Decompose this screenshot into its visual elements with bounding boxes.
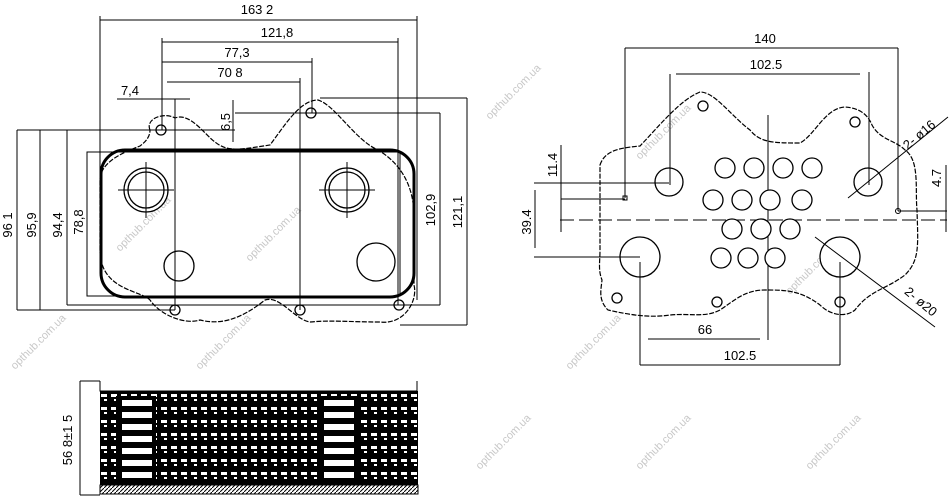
tube-stripe [324,460,354,466]
tube-stripe [122,460,152,466]
tube-stripe [122,400,152,406]
dim-width-140: 140 [754,31,776,46]
tube-stripe [122,436,152,442]
bolt-hole [711,296,723,308]
bolt-hole [849,116,861,128]
dim-span-70: 70 8 [217,65,242,80]
tube-stripe [324,472,354,478]
dim-height-121: 121,1 [450,196,465,229]
tube-stripe [122,412,152,418]
watermark: opthub.com.ua [804,412,865,473]
flow-hole [743,157,765,179]
flange-view: 140 102.5 11.4 39.4 4.7 2- ø16 2- ø20 66… [519,31,949,366]
flow-hole [710,247,732,269]
tube-stripe [324,412,354,418]
dim-top-span: 102.5 [750,57,783,72]
watermark: opthub.com.ua [244,204,305,265]
dim-height-95: 95,9 [24,212,39,237]
tube-stripe [122,448,152,454]
flow-hole [737,247,759,269]
tube-stripe [324,400,354,406]
watermark: opthub.com.ua [564,312,625,373]
watermark: opthub.com.ua [484,62,545,123]
gasket-outline [99,99,416,323]
dim-overall-width: 163 2 [241,2,274,17]
flow-hole [759,189,781,211]
front-dimension-lines [16,16,468,326]
dim-bottom-span: 102.5 [724,348,757,363]
watermark: opthub.com.ua [9,312,70,373]
flow-hole [779,218,801,240]
dim-offset-39: 39.4 [519,209,534,234]
dim-span-77: 77,3 [224,45,249,60]
tube-stripe [324,448,354,454]
base-plate [99,484,419,495]
tube-stripes [122,400,354,478]
bottom-port [163,250,195,282]
flow-hole [772,157,794,179]
dim-offset-6: 6,5 [218,113,233,131]
tube-stripe [122,472,152,478]
port-16 [654,167,684,197]
port-centerlines [118,162,375,218]
dim-offset-11: 11.4 [545,153,560,177]
dim-thickness: 56 8±1 5 [60,415,75,466]
tube-stripe [122,424,152,430]
thickness-dimension-line [79,380,100,496]
tube-stripe [324,424,354,430]
dim-large-ports: 2- ø20 [902,284,940,320]
dim-offset-7: 7,4 [121,83,139,98]
cooler-body [99,148,416,299]
flow-hole-grid [702,157,823,269]
dim-height-94: 94,4 [50,212,65,237]
bolt-hole [697,100,709,112]
flow-hole [714,157,736,179]
flow-hole [764,247,786,269]
dim-height-78: 78,8 [71,209,86,234]
flange-dimension-lines [534,47,949,366]
bolt-hole [611,292,623,304]
tube-stripe [324,436,354,442]
flow-hole [791,189,813,211]
dim-height-102: 102,9 [423,194,438,227]
watermark: opthub.com.ua [634,102,695,163]
dim-small-ports: 2- ø16 [900,117,938,153]
flow-hole [731,189,753,211]
flow-hole [702,189,724,211]
dim-offset-4: 4.7 [929,169,944,187]
side-top-plate [99,381,418,392]
watermark: opthub.com.ua [474,412,535,473]
flow-hole [721,218,743,240]
side-view: 56 8±1 5 [60,380,419,496]
front-view: 163 2 121,8 77,3 70 8 7,4 6,5 96 1 95,9 … [0,2,468,326]
flange-outline [598,91,919,317]
bottom-port [356,242,396,282]
flow-hole [750,218,772,240]
watermark: opthub.com.ua [634,412,695,473]
dim-height-96: 96 1 [0,212,15,237]
flow-hole [801,157,823,179]
dim-span-66: 66 [698,322,712,337]
dim-hole-span: 121,8 [261,25,294,40]
